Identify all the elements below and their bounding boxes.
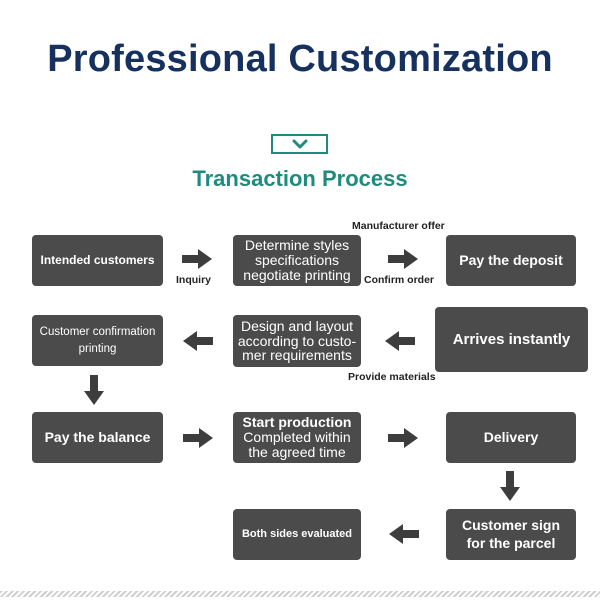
step-pay-deposit: Pay the deposit — [446, 235, 576, 286]
section-subtitle: Transaction Process — [192, 166, 408, 191]
expand-toggle[interactable] — [271, 134, 328, 154]
chevron-down-icon — [292, 139, 307, 149]
step-intended-customers: Intended customers — [32, 235, 163, 286]
bottom-divider — [0, 591, 600, 597]
label-inquiry: Inquiry — [176, 274, 212, 286]
arrow-icon — [183, 428, 213, 448]
arrow-icon — [388, 249, 418, 269]
step-start-production: Start production Completed within the ag… — [233, 412, 361, 463]
arrow-icon — [388, 428, 418, 448]
step-determine-styles: Determine styles specifications negotiat… — [233, 235, 361, 286]
arrow-icon — [84, 375, 104, 405]
label-confirm-order: Confirm order — [364, 274, 435, 286]
step-arrives-instantly: Arrives instantly — [435, 307, 588, 372]
arrow-icon — [183, 331, 213, 351]
label-provide-materials: Provide materials — [348, 371, 436, 383]
step-both-sides-evaluated: Both sides evaluated — [233, 509, 361, 560]
arrow-icon — [182, 249, 212, 269]
step-pay-balance: Pay the balance — [32, 412, 163, 463]
step-design-layout: Design and layout according to custo- me… — [233, 315, 361, 367]
arrow-icon — [389, 524, 419, 544]
step-customer-confirmation: Customer confirmation printing — [32, 315, 163, 366]
page-title: Professional Customization — [47, 38, 553, 80]
arrow-icon — [385, 331, 415, 351]
step-customer-sign: Customer sign for the parcel — [446, 509, 576, 560]
label-manufacturer-offer: Manufacturer offer — [352, 220, 445, 232]
arrow-icon — [500, 471, 520, 501]
step-delivery: Delivery — [446, 412, 576, 463]
